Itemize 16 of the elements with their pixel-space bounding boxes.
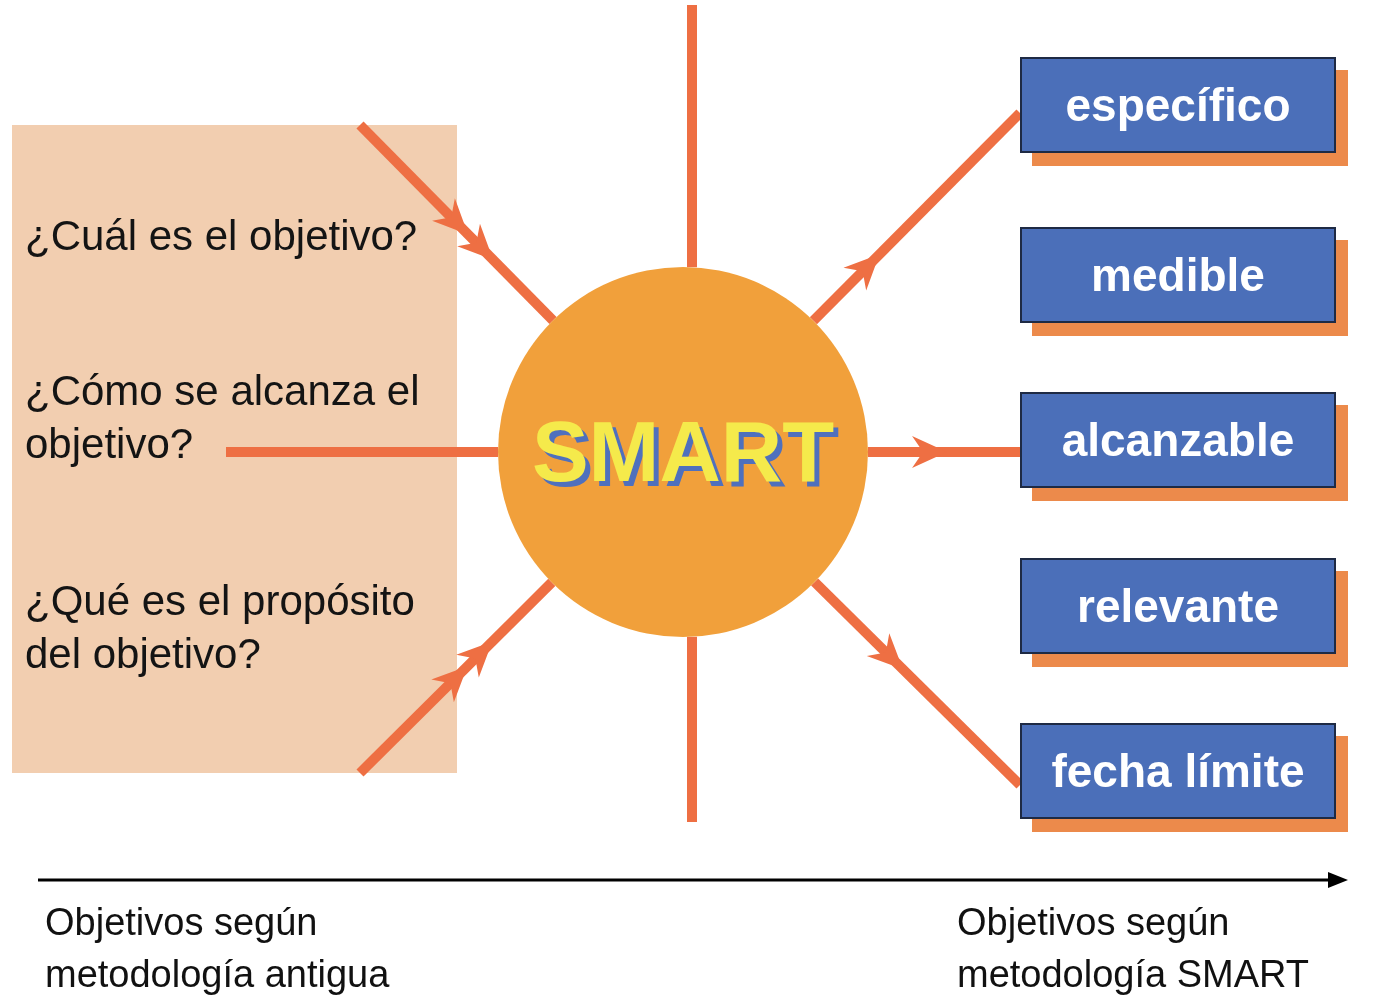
question-text: ¿Qué es el propósito del objetivo? (25, 576, 416, 679)
question-text: ¿Cuál es el objetivo? (25, 211, 418, 261)
center-circle: SMART (498, 267, 868, 637)
connector-line (226, 447, 498, 457)
connector-line (687, 636, 697, 822)
criterion-box: relevante (1020, 558, 1348, 667)
question-panel (12, 125, 457, 773)
criterion-box: medible (1020, 227, 1348, 336)
axis-label: Objetivos según metodología SMART (957, 900, 1311, 997)
criterion-box: fecha límite (1020, 723, 1348, 832)
criterion-box: específico (1020, 57, 1348, 166)
criterion-box: alcanzable (1020, 392, 1348, 501)
arrow (868, 436, 1020, 468)
connector-line (687, 5, 697, 268)
axis-label: Objetivos según metodología antigua (45, 900, 391, 997)
question-text: ¿Cómo se alcanza el objetivo? (25, 366, 421, 469)
